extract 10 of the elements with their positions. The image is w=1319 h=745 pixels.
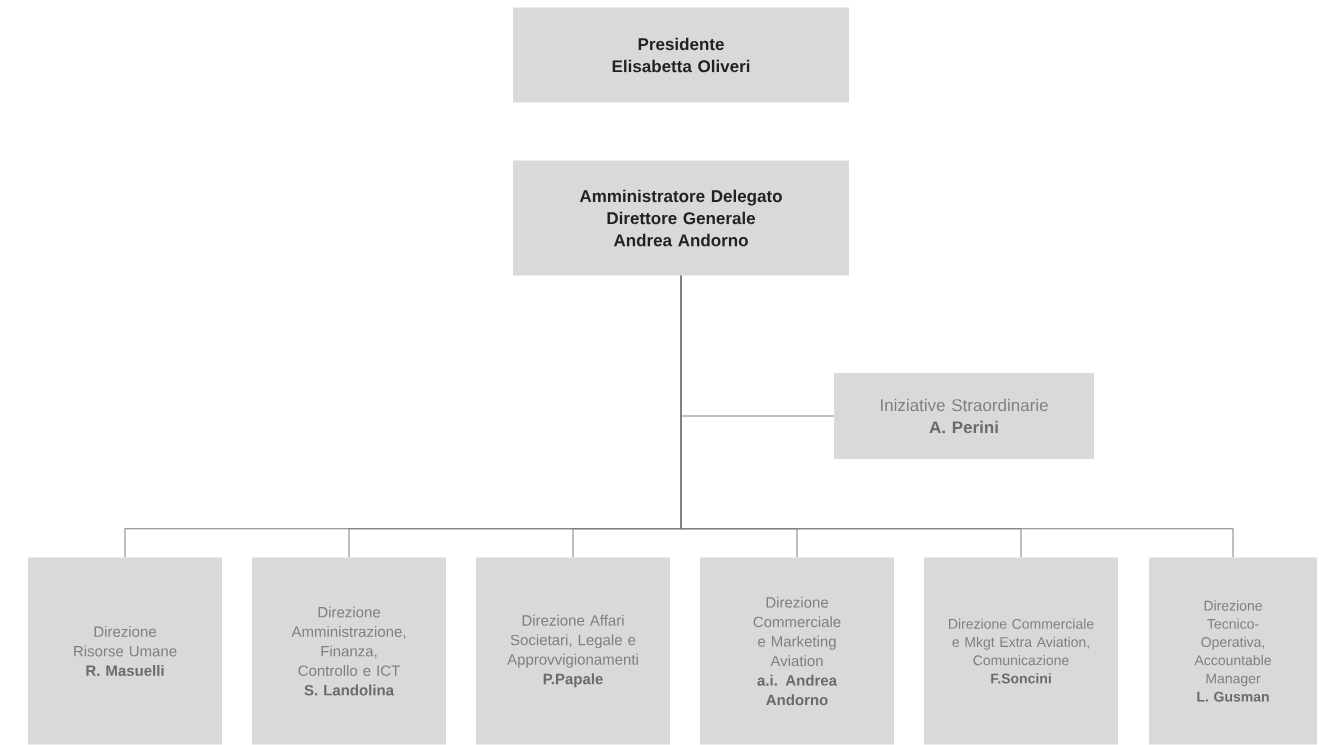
org-box: Direzione Commerciale e Mkgt Extra Aviation, Comunicazione F.Soncini: [924, 557, 1118, 745]
org-box: Direzione Affari Societari, Legale e Approvvigionamenti P.Papale: [476, 557, 670, 745]
org-box: Direzione Commerciale e Marketing Aviation a.i. Andrea Andorno: [700, 557, 894, 745]
org-box: Presidente Elisabetta Oliveri: [513, 7, 849, 103]
org-box: Direzione Risorse Umane R. Masuelli: [28, 557, 222, 745]
org-box: Direzione Amministrazione, Finanza, Controllo e ICT S. Landolina: [252, 557, 446, 745]
org-box: Direzione Tecnico-Operativa, Accountable Manager L. Gusman: [1149, 557, 1317, 745]
org-box: Amministratore Delegato Direttore Generale Andrea Andorno: [513, 160, 849, 276]
org-box: Iniziative Straordinarie A. Perini: [834, 373, 1094, 459]
connector-line: [680, 275, 1234, 558]
